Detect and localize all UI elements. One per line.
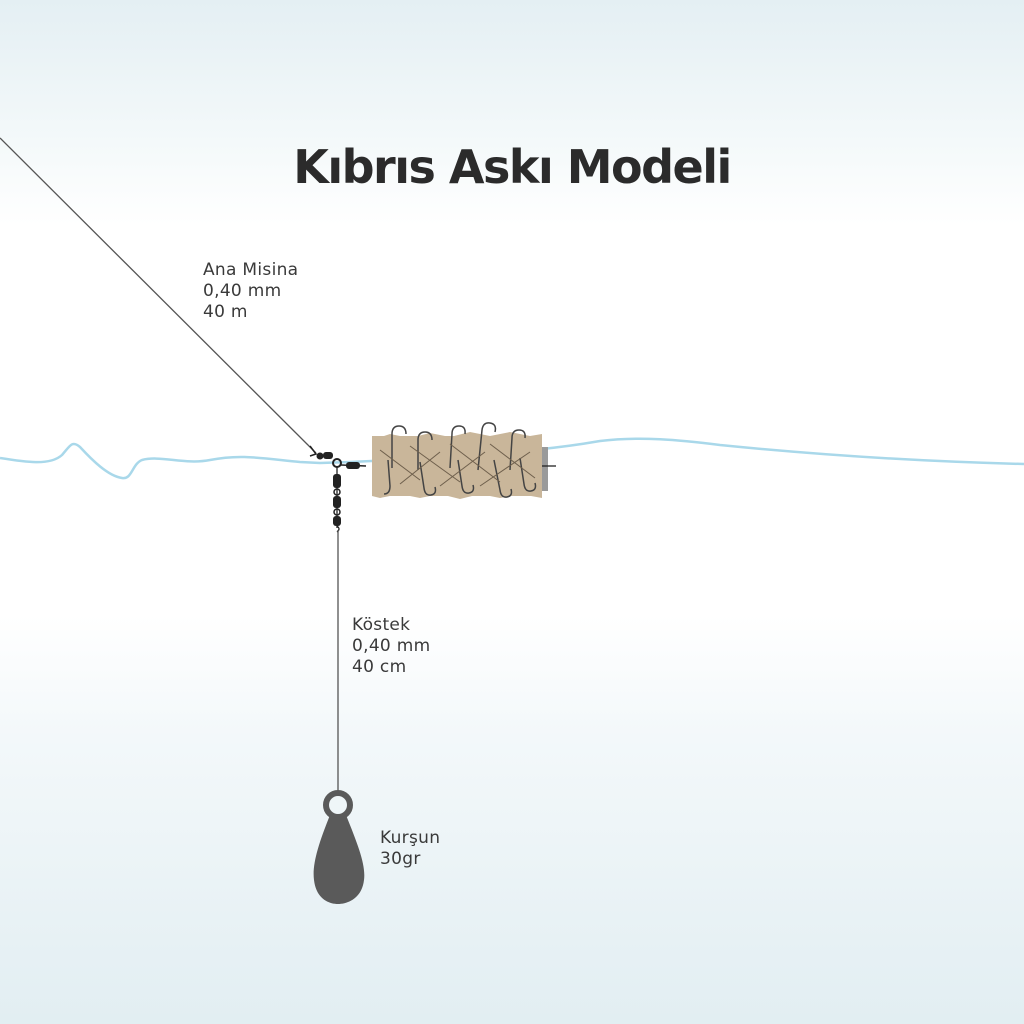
- main-line: [0, 137, 317, 454]
- water-surface-line: [0, 437, 1024, 480]
- swivel-chain: [333, 467, 341, 533]
- leader-name: Köstek: [352, 615, 411, 635]
- three-way-swivel: [309, 445, 367, 469]
- leader-label: Köstek 0,40 mm 40 cm: [352, 615, 430, 678]
- bait-hook-cluster: [372, 422, 556, 499]
- sinker-weight: 30gr: [380, 849, 421, 869]
- main-line-length: 40 m: [203, 302, 248, 322]
- leader-length: 40 cm: [352, 657, 407, 677]
- main-line-label: Ana Misina 0,40 mm 40 m: [203, 260, 298, 323]
- sinker-name: Kurşun: [380, 828, 441, 848]
- diagram-title: Kıbrıs Askı Modeli: [293, 140, 732, 194]
- leader-thickness: 0,40 mm: [352, 636, 431, 656]
- sinker: [313, 790, 365, 904]
- main-line-thickness: 0,40 mm: [203, 281, 282, 301]
- main-line-name: Ana Misina: [203, 260, 299, 280]
- sinker-label: Kurşun 30gr: [380, 828, 440, 870]
